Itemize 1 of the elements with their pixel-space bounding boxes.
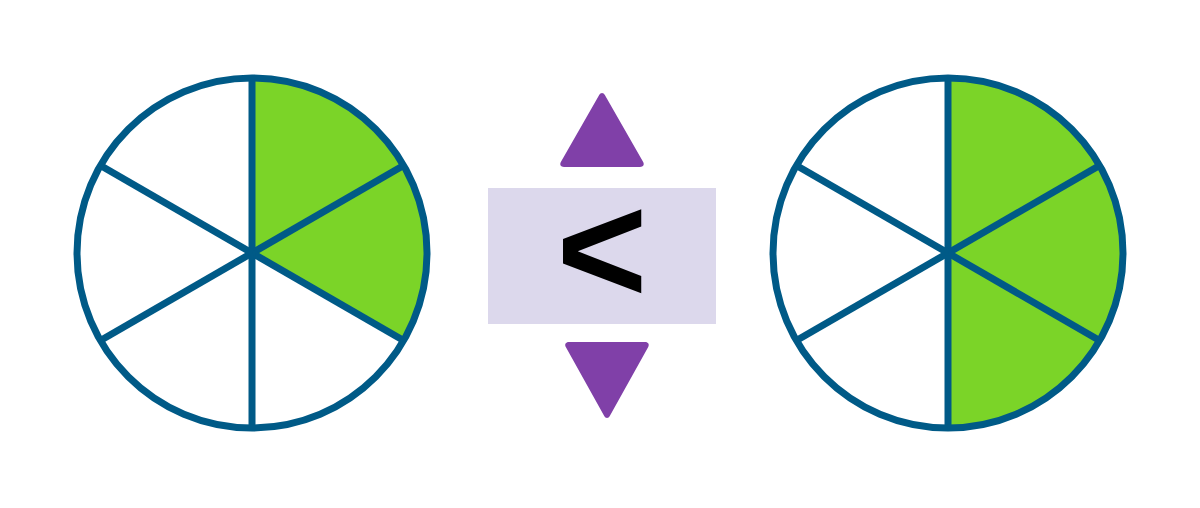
symbol-box: < [488,188,716,324]
